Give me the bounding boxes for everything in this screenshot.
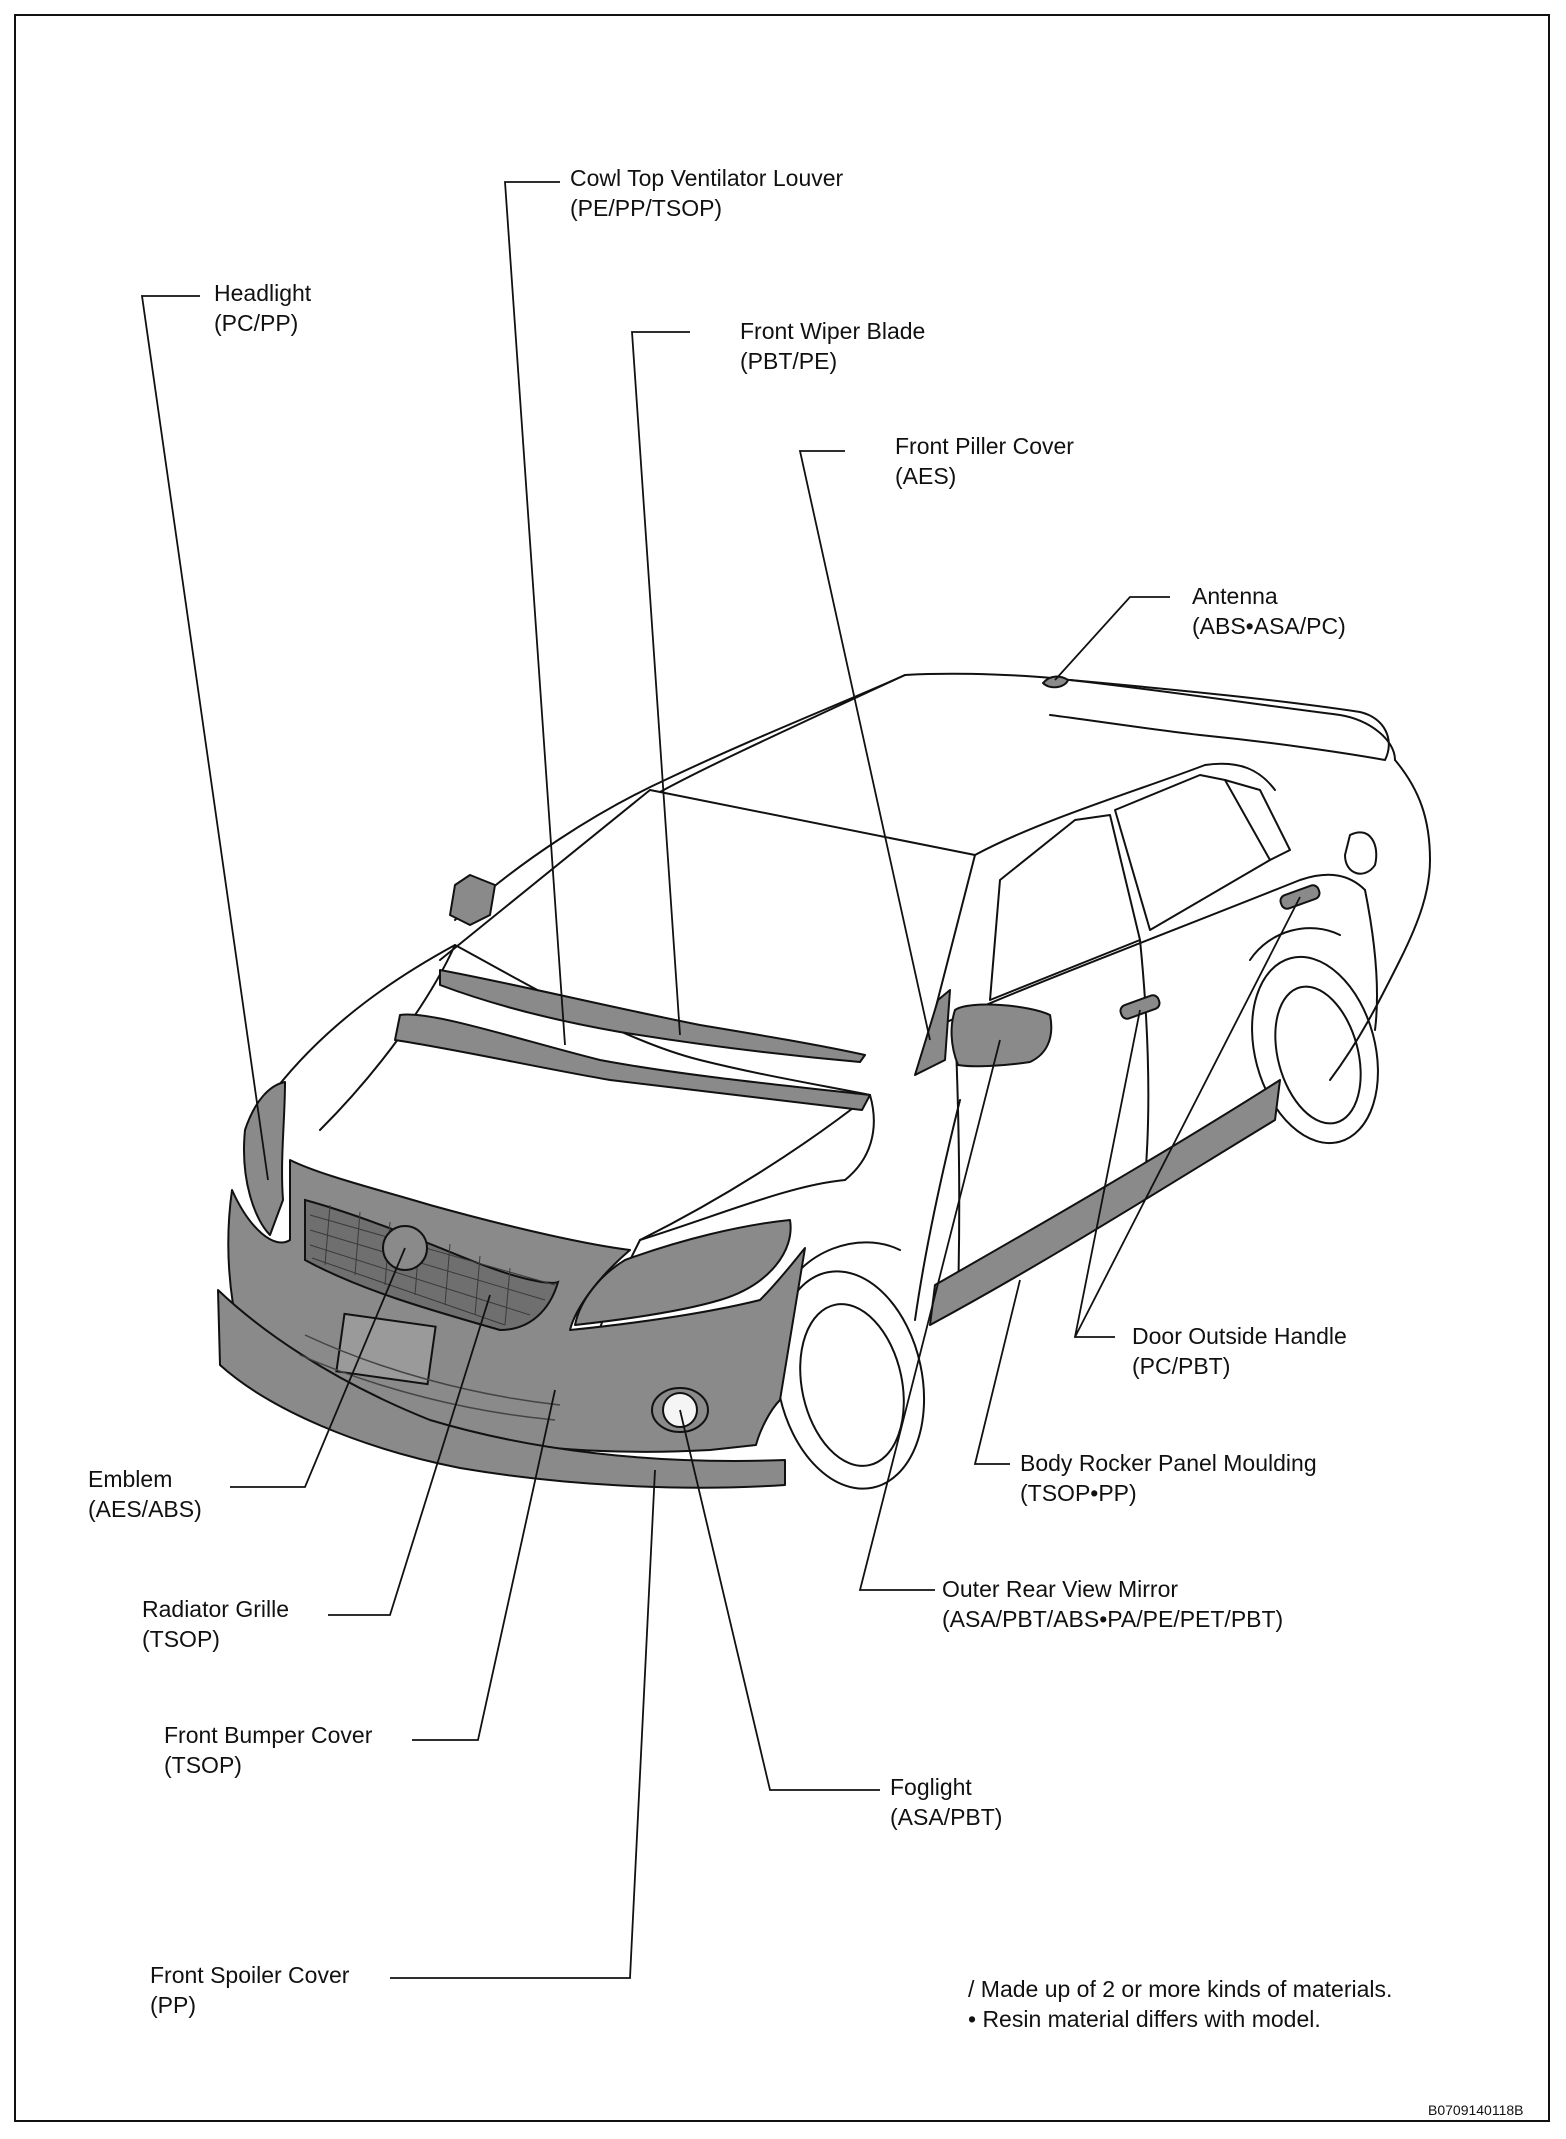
callout-material: (ASA/PBT)	[890, 1804, 1003, 1830]
callout-name: Antenna	[1192, 583, 1278, 609]
callout-door-outside-handle: Door Outside Handle (PC/PBT)	[1132, 1321, 1347, 1381]
note-resin-differs: • Resin material differs with model.	[968, 2006, 1321, 2032]
leader-rocker	[973, 1279, 1021, 1465]
outer-rear-view-mirror	[950, 1003, 1053, 1068]
callout-material: (PP)	[150, 1992, 196, 2018]
figure-border	[14, 14, 1550, 2122]
callout-material: (TSOP•PP)	[1020, 1480, 1137, 1506]
leader-emblem	[230, 1247, 406, 1488]
callout-material: (TSOP)	[142, 1626, 220, 1652]
callout-material: (PBT/PE)	[740, 348, 838, 374]
fuel-door	[1344, 831, 1378, 875]
leader-grille	[328, 1294, 491, 1616]
body-rocker-panel-moulding	[929, 1079, 1281, 1326]
callout-name: Headlight	[214, 280, 312, 306]
callout-radiator-grille: Radiator Grille (TSOP)	[142, 1594, 289, 1654]
callout-name: Emblem	[88, 1466, 173, 1492]
hood-outline	[274, 944, 871, 1241]
callout-name: Body Rocker Panel Moulding	[1020, 1450, 1317, 1476]
rear-wheel	[1251, 955, 1379, 1145]
leader-door-handle-b	[1074, 896, 1301, 1338]
windshield-outline	[439, 789, 976, 1031]
headlight-right	[574, 1219, 792, 1326]
leader-mirror	[858, 1039, 1001, 1591]
door-handle-front	[1119, 994, 1161, 1020]
leader-foglight	[679, 1409, 880, 1791]
leader-cowl	[504, 181, 566, 1046]
callout-front-spoiler-cover: Front Spoiler Cover (PP)	[150, 1960, 349, 2020]
leader-wiper	[631, 331, 690, 1036]
leader-pillar	[798, 450, 931, 1041]
callout-material: (PE/PP/TSOP)	[570, 195, 723, 221]
callout-name: Radiator Grille	[142, 1596, 289, 1622]
leader-spoiler	[390, 1469, 656, 1979]
callout-emblem: Emblem (AES/ABS)	[88, 1464, 202, 1524]
front-pillar-cover	[914, 989, 951, 1076]
callout-name: Cowl Top Ventilator Louver	[570, 165, 844, 191]
callout-name: Foglight	[890, 1774, 972, 1800]
callout-material: (PC/PP)	[214, 310, 299, 336]
antenna-base	[1042, 675, 1069, 689]
callout-name: Outer Rear View Mirror	[942, 1576, 1179, 1602]
leader-antenna	[1054, 596, 1170, 681]
callout-name: Front Piller Cover	[895, 433, 1074, 459]
callout-material: (ASA/PBT/ABS•PA/PE/PET/PBT)	[942, 1606, 1284, 1632]
callout-foglight: Foglight (ASA/PBT)	[890, 1772, 1002, 1832]
callout-cowl-top-ventilator-louver: Cowl Top Ventilator Louver (PE/PP/TSOP)	[570, 163, 843, 223]
callout-name: Front Wiper Blade	[740, 318, 926, 344]
figure-code: B0709140118B	[1428, 2102, 1524, 2118]
callout-front-bumper-cover: Front Bumper Cover (TSOP)	[164, 1720, 372, 1780]
front-wiper-blade	[439, 969, 866, 1063]
callout-name: Front Bumper Cover	[164, 1722, 373, 1748]
callout-front-piller-cover: Front Piller Cover (AES)	[895, 431, 1074, 491]
left-side-mirror	[449, 874, 496, 926]
note-multiple-materials: / Made up of 2 or more kinds of material…	[968, 1976, 1393, 2002]
roof-outline	[454, 672, 1396, 921]
callout-antenna: Antenna (ABS•ASA/PC)	[1192, 581, 1346, 641]
leader-bumper	[412, 1389, 556, 1741]
callout-name: Front Spoiler Cover	[150, 1962, 350, 1988]
cowl-top-louver	[394, 1013, 871, 1111]
callout-front-wiper-blade: Front Wiper Blade (PBT/PE)	[740, 316, 925, 376]
callout-outer-rear-view-mirror: Outer Rear View Mirror (ASA/PBT/ABS•PA/P…	[942, 1574, 1283, 1634]
callout-material: (TSOP)	[164, 1752, 242, 1778]
callout-material: (ABS•ASA/PC)	[1192, 613, 1346, 639]
rear-spoiler	[1049, 679, 1390, 761]
leader-headlight	[140, 295, 269, 1181]
callout-material: (AES)	[895, 463, 957, 489]
front-spoiler-cover	[217, 1289, 786, 1489]
license-plate	[335, 1312, 437, 1386]
callout-name: Door Outside Handle	[1132, 1323, 1347, 1349]
side-window-front	[989, 814, 1141, 1001]
callout-material: (AES/ABS)	[88, 1496, 202, 1522]
callout-material: (PC/PBT)	[1132, 1353, 1231, 1379]
callout-headlight: Headlight (PC/PP)	[214, 278, 311, 338]
side-window-rear	[1114, 774, 1271, 931]
callout-body-rocker-panel-moulding: Body Rocker Panel Moulding (TSOP•PP)	[1020, 1448, 1317, 1508]
